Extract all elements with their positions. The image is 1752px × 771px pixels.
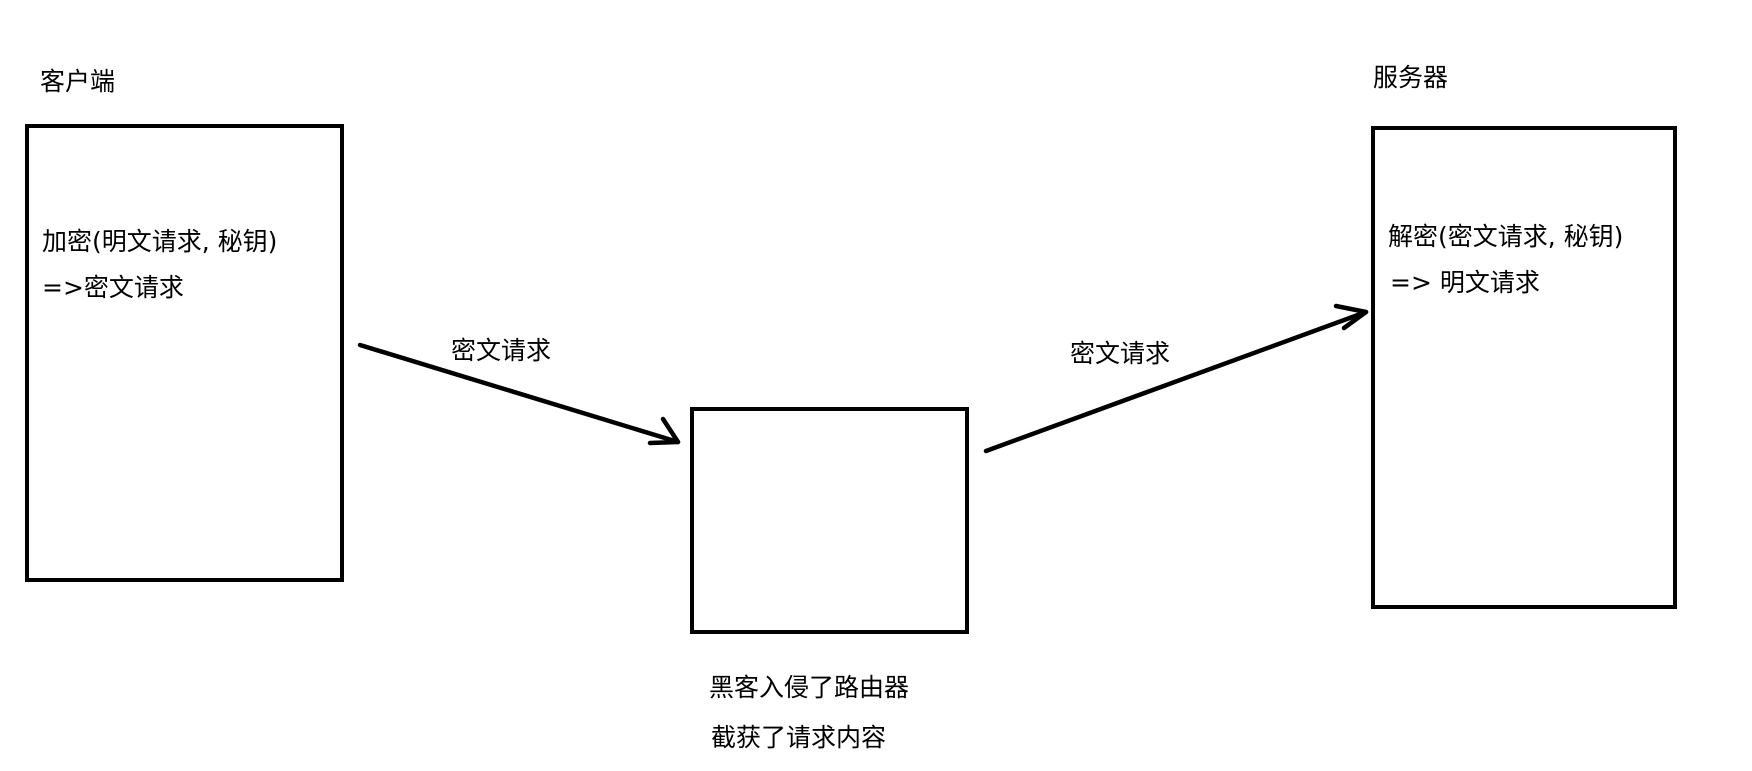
router-box [690, 407, 969, 634]
server-decrypt-line: 解密(密文请求, 秘钥) [1388, 222, 1624, 251]
left-arrow-label: 密文请求 [451, 336, 552, 365]
server-result-line: => 明文请求 [1390, 268, 1540, 297]
server-title: 服务器 [1373, 63, 1449, 92]
right-arrow-label: 密文请求 [1070, 339, 1171, 368]
client-box [25, 124, 344, 582]
router-caption-intercepted: 截获了请求内容 [711, 723, 887, 752]
client-title: 客户端 [40, 67, 116, 96]
router-caption-hacked: 黑客入侵了路由器 [709, 673, 910, 702]
arrow-router-to-server [983, 309, 1369, 454]
arrow-router-to-server-head [1333, 303, 1369, 331]
server-box [1371, 126, 1677, 609]
arrow-client-to-router-head [647, 416, 681, 446]
client-encrypt-line: 加密(明文请求, 秘钥) [42, 227, 278, 256]
client-result-line: =>密文请求 [42, 273, 184, 302]
